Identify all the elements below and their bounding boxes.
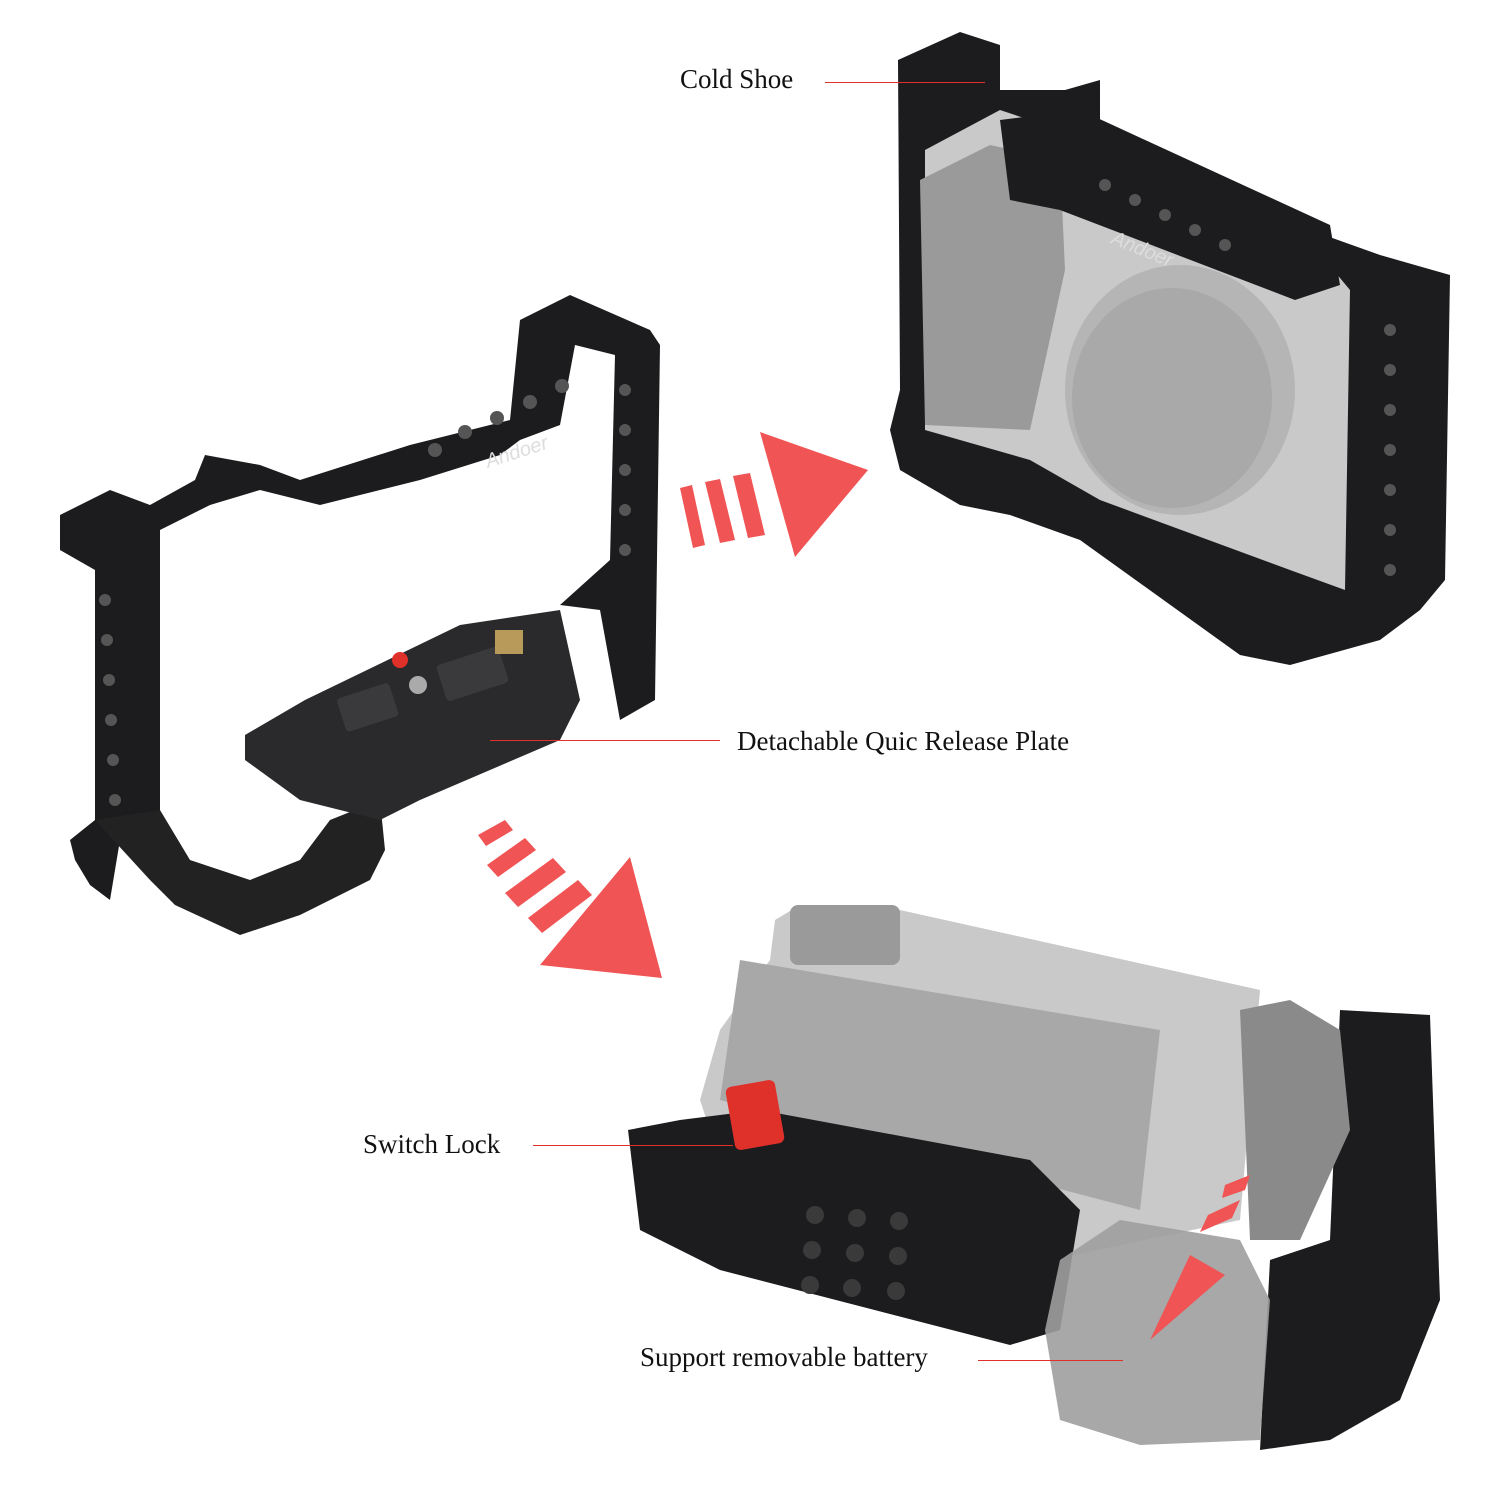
empty-cage: Andoer	[60, 295, 660, 935]
arrow-down-right-icon	[478, 820, 662, 978]
callout-cold-shoe: Cold Shoe	[680, 64, 794, 94]
leader-line-cold-shoe	[825, 82, 985, 83]
callout-switch-lock: Switch Lock	[363, 1129, 501, 1159]
arrow-right-icon	[680, 432, 868, 557]
leader-line-battery	[978, 1360, 1123, 1361]
leader-line-quick-release	[490, 740, 720, 741]
cage-back-view	[628, 905, 1440, 1450]
leader-line-switch-lock	[533, 1145, 733, 1146]
callout-removable-battery: Support removable battery	[640, 1342, 928, 1372]
cage-front-view: Andoer	[890, 32, 1450, 665]
callout-quick-release-plate: Detachable Quic Release Plate	[737, 726, 1070, 756]
